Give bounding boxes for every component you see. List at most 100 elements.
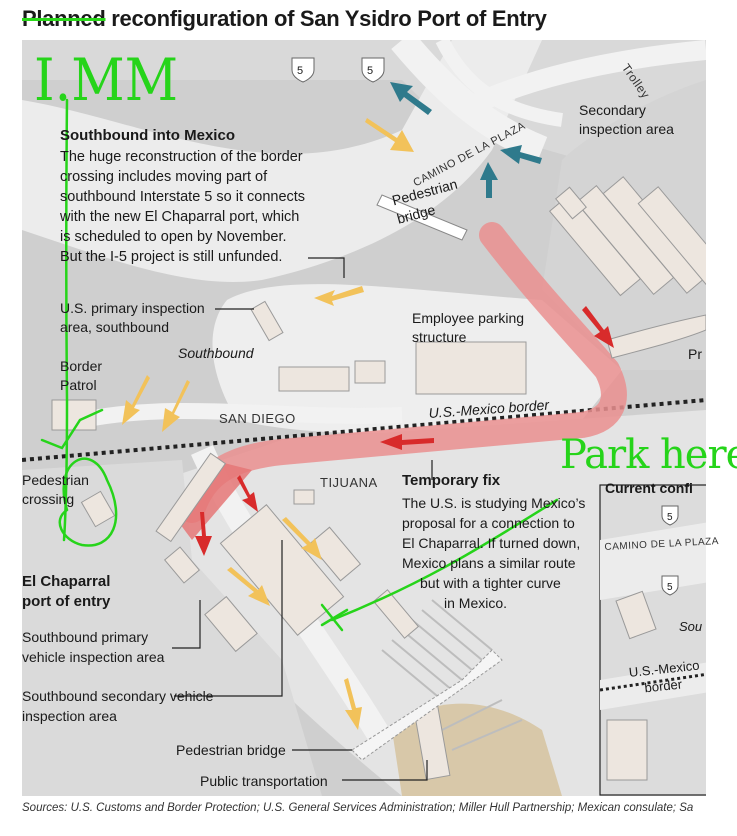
el-chaparral-canopy — [155, 452, 227, 543]
ped-crossing-line-2: crossing — [22, 491, 75, 507]
temp-fix-line-4: Mexico plans a similar route — [402, 555, 576, 571]
pedestrian-bridge-bottom-label: Pedestrian bridge — [176, 742, 286, 758]
us-primary-label: U.S. primary inspection area, southbound — [60, 299, 205, 337]
yellow-arrow-3 — [122, 375, 150, 425]
employee-parking-label: Employee parking structure — [412, 309, 524, 347]
secondary-bar-4 — [637, 186, 706, 304]
green-scribble — [40, 408, 104, 450]
title-struck-word: Planned — [22, 6, 106, 31]
el-chaparral-label: El Chaparral port of entry — [22, 572, 110, 612]
temp-fix-line-3: El Chaparral. If turned down, — [402, 535, 581, 551]
temp-fix-line-5: but with a tighter curve — [420, 575, 561, 591]
inset-shield-1-number: 5 — [667, 512, 673, 523]
employee-parking-line-2: structure — [412, 329, 467, 345]
buildings — [51, 176, 706, 781]
green-circle — [58, 457, 118, 547]
temp-fix-line-6: in Mexico. — [444, 595, 508, 611]
southbound-body-line-5: is scheduled to open by November. — [60, 229, 287, 245]
sd-road — [80, 402, 403, 428]
red-arrow-1 — [582, 306, 614, 348]
pedestrian-bridge-top — [376, 194, 468, 241]
yellow-arrow-4 — [162, 380, 190, 432]
secondary-small-1 — [555, 186, 587, 220]
leader-lines — [172, 257, 433, 781]
yellow-arrows — [122, 118, 414, 730]
yellow-arrow-1 — [365, 118, 414, 152]
green-annotations — [40, 98, 559, 632]
sb-secondary-line-1: Southbound secondary vehicle — [22, 688, 214, 704]
green-vertical-line — [62, 98, 69, 542]
san-diego-label: SAN DIEGO — [219, 411, 296, 426]
tijuana-ground — [162, 410, 706, 796]
camino-road — [457, 40, 706, 119]
red-route-head — [177, 460, 252, 540]
us-primary-building — [250, 300, 284, 342]
us-mexico-border-line — [22, 398, 706, 462]
leader-public-transit — [342, 760, 428, 781]
freeway-area — [22, 40, 542, 282]
current-config-inset — [599, 484, 706, 796]
red-arrow-4 — [195, 512, 212, 556]
southbound-body-line-4: with the new El Chaparral port, which — [60, 209, 300, 225]
leader-sb-primary — [172, 600, 201, 649]
sb-secondary-line-2: inspection area — [22, 708, 117, 724]
map-title: Planned reconfiguration of San Ysidro Po… — [22, 6, 547, 32]
sb-secondary-vehicle-label: Southbound secondary vehicle inspection … — [22, 686, 213, 726]
sb-primary-vehicle-label: Southbound primary vehicle inspection ar… — [22, 627, 164, 667]
teal-arrow-2 — [500, 145, 542, 164]
public-transportation-label: Public transportation — [200, 773, 328, 789]
el-chaparral-line-1: El Chaparral — [22, 573, 111, 590]
interstate-shield-2-number: 5 — [367, 65, 374, 77]
teal-arrow-1 — [390, 82, 432, 115]
red-arrow-2 — [380, 434, 434, 450]
inset-shield-2-number: 5 — [667, 582, 673, 593]
us-primary-line-1: U.S. primary inspection — [60, 300, 205, 316]
sb-primary-line-2: vehicle inspection area — [22, 649, 165, 665]
temporary-fix-heading: Temporary fix — [402, 472, 501, 489]
yellow-arrow-7 — [344, 678, 362, 730]
southbound-body-line-2: crossing includes moving part of — [60, 169, 268, 185]
small-building-6 — [372, 589, 420, 639]
building-small-1 — [278, 366, 350, 392]
employee-parking-line-1: Employee parking — [412, 310, 525, 326]
red-arrows — [195, 306, 614, 556]
border-patrol-line-1: Border — [60, 358, 103, 374]
sources-footer: Sources: U.S. Customs and Border Protect… — [22, 802, 694, 814]
green-x-mark — [320, 603, 349, 632]
yellow-arrow-5 — [282, 517, 322, 560]
current-config-heading: Current confi — [605, 480, 693, 496]
teal-arrow-3 — [480, 162, 498, 198]
north-land — [22, 40, 706, 160]
temporary-fix-body: The U.S. is studying Mexico’s proposal f… — [402, 493, 585, 613]
port-map — [22, 40, 706, 796]
secondary-inspection-line-1: Secondary — [579, 102, 646, 118]
southbound-body-line-3: southbound Interstate 5 so it connects — [60, 189, 306, 205]
small-building-5 — [308, 526, 362, 582]
us-primary-line-2: area, southbound — [60, 319, 169, 335]
secondary-inspection-line-2: inspection area — [579, 121, 674, 137]
small-building-7 — [293, 489, 315, 505]
leader-southbound — [308, 257, 345, 278]
teal-arrows — [390, 82, 542, 198]
primary-canopy — [606, 314, 706, 359]
pedestrian-crossing-label: Pedestrian crossing — [22, 471, 89, 509]
el-chaparral-line-2: port of entry — [22, 593, 111, 610]
primary-cut-label: Pr — [688, 346, 702, 362]
temp-fix-line-1: The U.S. is studying Mexico’s — [402, 495, 586, 511]
red-arrow-3 — [237, 475, 258, 512]
pedestrian-crossing-building — [80, 490, 116, 528]
southbound-body-line-1: The huge reconstruction of the border — [60, 149, 303, 165]
southbound-heading: Southbound into Mexico — [60, 127, 235, 144]
interstate-shield-2 — [361, 57, 385, 83]
interstate-shield-1 — [291, 57, 315, 83]
temp-fix-line-2: proposal for a connection to — [402, 515, 575, 531]
yellow-arrow-6 — [227, 567, 270, 606]
title-rest: reconfiguration of San Ysidro Port of En… — [105, 6, 547, 31]
sb-primary-line-1: Southbound primary — [22, 629, 149, 645]
southbound-body-line-6: But the I-5 project is still unfunded. — [60, 249, 283, 265]
yellow-arrow-2 — [314, 286, 364, 306]
interstate-shield-1-number: 5 — [297, 65, 304, 77]
inset-southbound-cut: Sou — [679, 619, 703, 634]
tijuana-label: TIJUANA — [320, 475, 378, 490]
ped-crossing-line-1: Pedestrian — [22, 472, 89, 488]
